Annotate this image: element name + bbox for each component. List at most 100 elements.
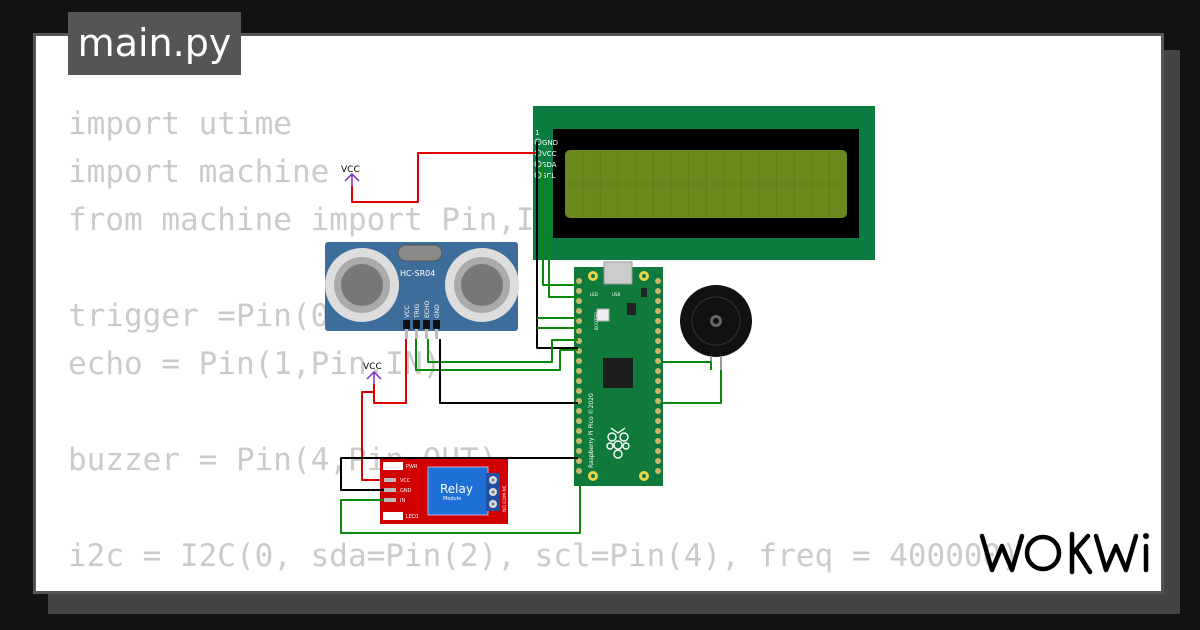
lcd-char-grid <box>567 152 845 216</box>
relay-pwr-led <box>383 462 403 470</box>
pico-header-pins <box>576 278 661 474</box>
pico-pin[interactable] <box>655 388 661 394</box>
pico-pin[interactable] <box>655 448 661 454</box>
relay-cube <box>427 466 489 516</box>
pico-pin[interactable] <box>655 468 661 474</box>
pico-label: Raspberry Pi Pico ©2020 <box>588 393 595 468</box>
wire-echo <box>427 339 578 363</box>
pico-pin[interactable] <box>576 418 582 424</box>
pico-pin[interactable] <box>655 418 661 424</box>
vcc-symbol-top: VCC <box>341 165 360 186</box>
relay-subtitle: Module <box>443 496 461 502</box>
pico-pin[interactable] <box>576 368 582 374</box>
relay-led1-label: LED1 <box>406 514 419 520</box>
wokwi-logo <box>978 522 1153 580</box>
pico-pin[interactable] <box>576 428 582 434</box>
pico-pin[interactable] <box>655 288 661 294</box>
code-line: i2c = I2C(0, sda=Pin(2), scl=Pin(4), fre… <box>68 538 1020 574</box>
relay-title: Relay <box>440 482 473 496</box>
pico-pin[interactable] <box>576 328 582 334</box>
pico-flash <box>627 303 636 315</box>
pico-usb-mark: USB <box>612 292 620 297</box>
ultrasonic-sensor[interactable]: HC-SR04 VCC TRIG ECHO GND <box>325 242 519 339</box>
pico-pin[interactable] <box>655 348 661 354</box>
sensor-pin-trig: TRIG <box>414 303 421 319</box>
relay-module[interactable]: Relay Module NO COM NC PWR LED1 VCC GND … <box>380 458 508 524</box>
pico-pin[interactable] <box>655 298 661 304</box>
wire-relay-gnd <box>340 457 578 491</box>
wire-lcd-gnd <box>536 142 578 349</box>
pico-pin[interactable] <box>655 308 661 314</box>
lcd-display[interactable]: 1 GND VCC SDA SCL <box>533 106 875 260</box>
pico-pin[interactable] <box>576 468 582 474</box>
pico-pin[interactable] <box>576 458 582 464</box>
pico-pin[interactable] <box>576 308 582 314</box>
vcc-label-bottom: VCC <box>363 362 382 372</box>
relay-pwr-label: PWR <box>406 464 418 470</box>
code-line: import utime <box>68 106 292 142</box>
wire-lcd-sda <box>542 164 578 286</box>
pico-chip <box>603 358 633 388</box>
pico-pin[interactable] <box>655 278 661 284</box>
pico-bootsel-mark: BOOTSEL <box>594 311 599 330</box>
pico-pin[interactable] <box>576 298 582 304</box>
relay-pin-gnd: GND <box>400 488 412 494</box>
vcc-symbol-bottom: VCC <box>363 362 382 384</box>
pico-pin[interactable] <box>576 388 582 394</box>
buzzer[interactable] <box>680 285 752 370</box>
pico-pin[interactable] <box>655 328 661 334</box>
relay-outputs: NO COM NC <box>502 485 508 512</box>
wire-vcc-to-sensor <box>373 339 407 404</box>
pico-pin[interactable] <box>655 338 661 344</box>
pico-pin[interactable] <box>655 398 661 404</box>
pico-pin[interactable] <box>655 458 661 464</box>
pico-pin[interactable] <box>576 278 582 284</box>
wire-sensor-gnd <box>439 339 578 404</box>
sensor-pin-gnd: GND <box>434 304 441 318</box>
relay-pin-in: IN <box>400 498 405 504</box>
pico-pin[interactable] <box>655 428 661 434</box>
pico-pin[interactable] <box>576 408 582 414</box>
pico-pin[interactable] <box>655 358 661 364</box>
wokwi-logo-mark <box>979 531 1149 575</box>
sensor-pin-vcc: VCC <box>404 306 411 318</box>
wire-buzzer-signal <box>663 370 722 404</box>
wire-relay-in <box>340 484 581 534</box>
pico-pin[interactable] <box>576 358 582 364</box>
file-tab[interactable]: main.py <box>68 12 241 75</box>
wire-vcc-to-relay <box>361 391 384 481</box>
lcd-pin-gnd: GND <box>542 139 558 147</box>
wire-lcd-scl <box>548 175 578 298</box>
pico-bootsel-button <box>596 308 610 322</box>
wire-buzzer-gnd <box>663 361 712 370</box>
wire-vcc-to-lcd <box>351 152 537 203</box>
pico-pin[interactable] <box>576 288 582 294</box>
pico-pin[interactable] <box>576 378 582 384</box>
lcd-pin-sda: SDA <box>542 161 557 169</box>
pico-pin[interactable] <box>576 448 582 454</box>
lcd-pin-header: 1 <box>535 129 539 137</box>
pico-pin[interactable] <box>655 368 661 374</box>
pico-pin[interactable] <box>655 318 661 324</box>
pico-pin[interactable] <box>655 438 661 444</box>
pico-pin[interactable] <box>576 438 582 444</box>
pico-led-mark: LED <box>590 292 598 297</box>
pico-pin[interactable] <box>576 318 582 324</box>
vcc-label-top: VCC <box>341 165 360 175</box>
pico-pin[interactable] <box>655 408 661 414</box>
lcd-pin-vcc: VCC <box>542 150 557 158</box>
pico-board[interactable]: LED USB BOOTSEL Raspberry Pi Pico ©2020 <box>574 261 663 486</box>
sensor-pin-echo: ECHO <box>424 301 431 318</box>
sensor-crystal <box>397 244 443 262</box>
code-line: echo = Pin(1,Pin.IN) <box>68 346 442 382</box>
relay-pin-vcc: VCC <box>400 478 411 484</box>
wire-trig <box>415 339 578 371</box>
pico-pin[interactable] <box>655 378 661 384</box>
pico-usb-port <box>603 261 633 285</box>
sensor-label: HC-SR04 <box>400 269 435 278</box>
relay-led1 <box>383 512 403 520</box>
raspberry-logo-icon <box>606 427 630 459</box>
code-line: import machine <box>68 154 330 190</box>
